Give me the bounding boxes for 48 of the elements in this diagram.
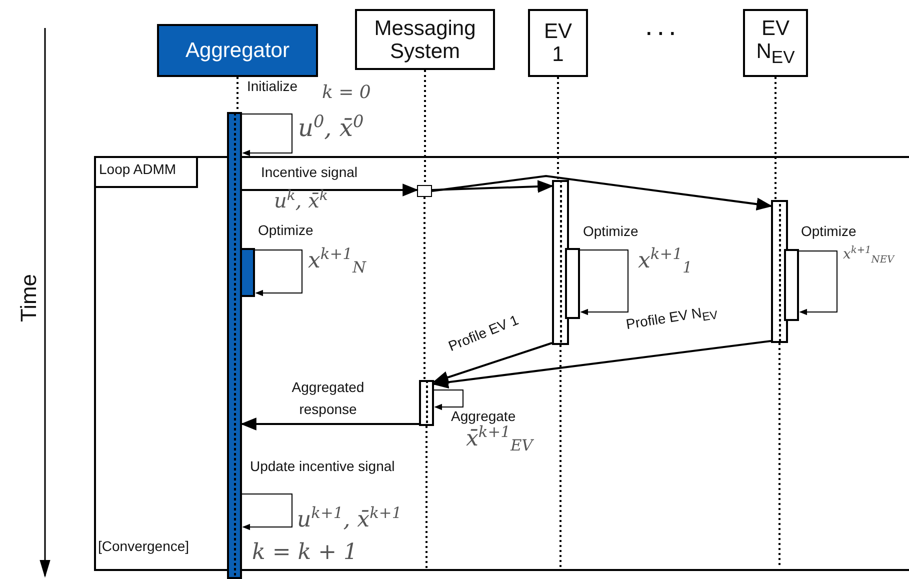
activation-bar [552,180,569,345]
edge-label: Profile EV 1 [446,311,521,354]
loop-tab: Loop ADMM [94,156,198,188]
edge-label: Aggregate [451,408,516,424]
math-label: k = k + 1 [252,540,358,565]
self-message-arrow [798,250,838,316]
self-message-arrow [242,494,292,530]
message-arrow [242,184,419,196]
self-message-arrow [434,390,464,410]
self-message-arrow [242,114,292,156]
lifeline [424,197,426,380]
participant-box: Aggregator [157,24,318,77]
edge-label: Aggregated response [290,378,366,419]
edge-label: Optimize [801,223,856,239]
self-message-arrow [580,250,628,316]
edge-label: Incentive signal [261,164,358,180]
math-label: u$^{0}$, x̄$^{0}$ [298,111,364,142]
axis-label: Time [16,274,42,322]
math-label: k = 0 [322,82,371,103]
activation-bar [419,380,434,426]
activation-box [417,185,432,197]
participant-box: Messaging System [355,9,495,70]
lifeline [774,77,776,200]
message-arrow [432,342,552,384]
lifeline [236,77,238,112]
participant-box: EV N$_{EV}$ [743,9,808,77]
edge-label: Update incentive signal [250,458,395,474]
activation-bar [227,112,242,579]
lifeline [424,70,426,185]
edge-label: Optimize [258,222,314,238]
message-arrow [432,175,773,210]
lifeline [557,77,559,180]
math-label: u$^{k}$, x̄$^{k}$ [274,188,328,213]
lifeline [560,345,562,568]
activation-bar [784,249,799,321]
math-label: u$^{k+1}$, x̄$^{k+1}$ [297,504,402,532]
self-message-arrow [254,250,302,296]
message-arrow [432,180,554,193]
ellipsis: ... [645,10,680,42]
lifeline [778,343,780,568]
guard-condition: [Convergence] [98,538,190,554]
edge-label: Initialize [247,78,298,94]
message-arrow [432,340,772,389]
edge-label: Optimize [583,223,638,239]
participant-box: EV 1 [528,9,588,77]
lifeline [426,426,428,568]
message-arrow [240,418,419,430]
activation-bar [565,248,580,319]
